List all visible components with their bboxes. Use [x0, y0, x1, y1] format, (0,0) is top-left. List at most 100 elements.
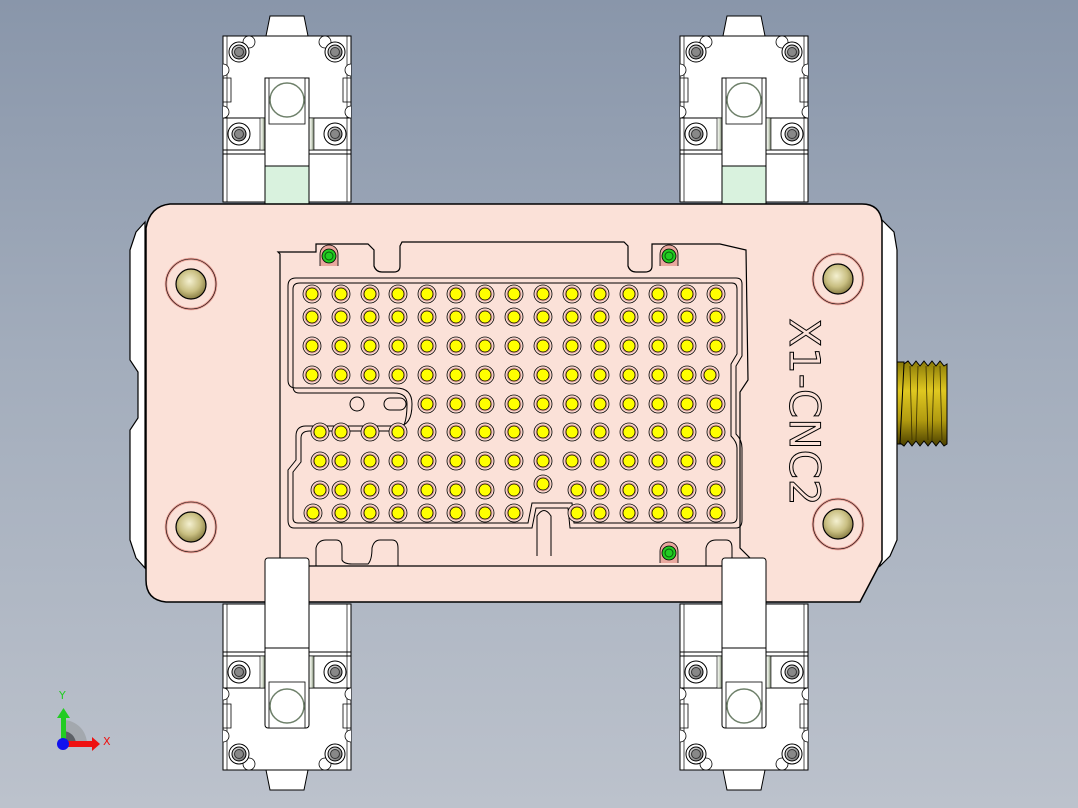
contact-pin [475, 451, 495, 471]
contact-pin [533, 474, 553, 494]
contact-pin [360, 284, 380, 304]
contact-pin [360, 480, 380, 500]
contact-pin [677, 422, 697, 442]
contact-pin [533, 365, 553, 385]
contact-pin [446, 307, 466, 327]
locator-pin [659, 541, 679, 563]
contact-pin [360, 336, 380, 356]
contact-pin [331, 480, 351, 500]
contact-pin [648, 336, 668, 356]
contact-pin [303, 503, 323, 523]
x-axis-arrow [63, 741, 93, 747]
contact-pin [567, 503, 587, 523]
contact-pin [302, 336, 322, 356]
contact-pin [562, 394, 582, 414]
contact-pin [331, 336, 351, 356]
contact-pin [331, 503, 351, 523]
contact-pin [417, 451, 437, 471]
contact-pin [475, 480, 495, 500]
contact-pin [417, 336, 437, 356]
corner-bolt[interactable] [811, 252, 865, 306]
contact-pin [504, 451, 524, 471]
contact-pin [417, 284, 437, 304]
contact-pin [648, 307, 668, 327]
contact-pin [475, 365, 495, 385]
contact-pin [706, 284, 726, 304]
contact-pin [706, 336, 726, 356]
contact-pin [446, 422, 466, 442]
contact-pin [619, 284, 639, 304]
contact-pin [648, 284, 668, 304]
contact-pin [590, 336, 610, 356]
contact-pin [475, 503, 495, 523]
contact-pin [388, 365, 408, 385]
contact-pin [590, 307, 610, 327]
contact-pin [310, 422, 330, 442]
contact-pin [562, 336, 582, 356]
contact-pin [388, 503, 408, 523]
contact-pin [446, 394, 466, 414]
contact-pin [360, 365, 380, 385]
contact-pin [417, 307, 437, 327]
contact-pin [706, 503, 726, 523]
contact-pin [360, 503, 380, 523]
contact-pin [331, 284, 351, 304]
contact-pin [360, 307, 380, 327]
contact-pin [475, 307, 495, 327]
z-axis-dot [57, 738, 69, 750]
contact-pin [706, 394, 726, 414]
contact-pin [562, 451, 582, 471]
corner-bolt[interactable] [811, 497, 865, 551]
contact-pin [331, 307, 351, 327]
corner-bolt[interactable] [164, 500, 218, 554]
contact-pin [590, 422, 610, 442]
contact-pin [331, 365, 351, 385]
contact-pin [388, 336, 408, 356]
engraved-label: X1-CNC2 [780, 318, 829, 505]
contact-pin [504, 307, 524, 327]
contact-pin [417, 480, 437, 500]
locator-pin [659, 244, 679, 266]
contact-pin [590, 503, 610, 523]
contact-pin [562, 422, 582, 442]
contact-pin [504, 480, 524, 500]
contact-pin [677, 451, 697, 471]
contact-pin [619, 365, 639, 385]
contact-pin [360, 451, 380, 471]
contact-pin [677, 503, 697, 523]
contact-pin [619, 422, 639, 442]
contact-pin [533, 284, 553, 304]
contact-pin [446, 365, 466, 385]
contact-pin [302, 284, 322, 304]
pin-grid [302, 284, 726, 523]
contact-pin [446, 451, 466, 471]
contact-pin [302, 365, 322, 385]
contact-pin [590, 451, 610, 471]
contact-pin [648, 394, 668, 414]
contact-pin [388, 480, 408, 500]
contact-pin [648, 365, 668, 385]
contact-pin [648, 480, 668, 500]
contact-pin [388, 284, 408, 304]
contact-pin [677, 394, 697, 414]
contact-pin [388, 307, 408, 327]
contact-pin [417, 365, 437, 385]
contact-pin [533, 336, 553, 356]
contact-pin [677, 284, 697, 304]
contact-pin [533, 307, 553, 327]
contact-pin [504, 422, 524, 442]
contact-pin [504, 336, 524, 356]
contact-pin [417, 394, 437, 414]
contact-pin [619, 480, 639, 500]
contact-pin [677, 480, 697, 500]
contact-pin [446, 503, 466, 523]
contact-pin [648, 422, 668, 442]
y-axis-label: Y [58, 689, 66, 702]
x-axis-label: X [103, 735, 111, 748]
contact-pin [310, 451, 330, 471]
contact-pin [417, 422, 437, 442]
contact-pin [562, 307, 582, 327]
corner-bolt[interactable] [164, 257, 218, 311]
contact-pin [446, 480, 466, 500]
